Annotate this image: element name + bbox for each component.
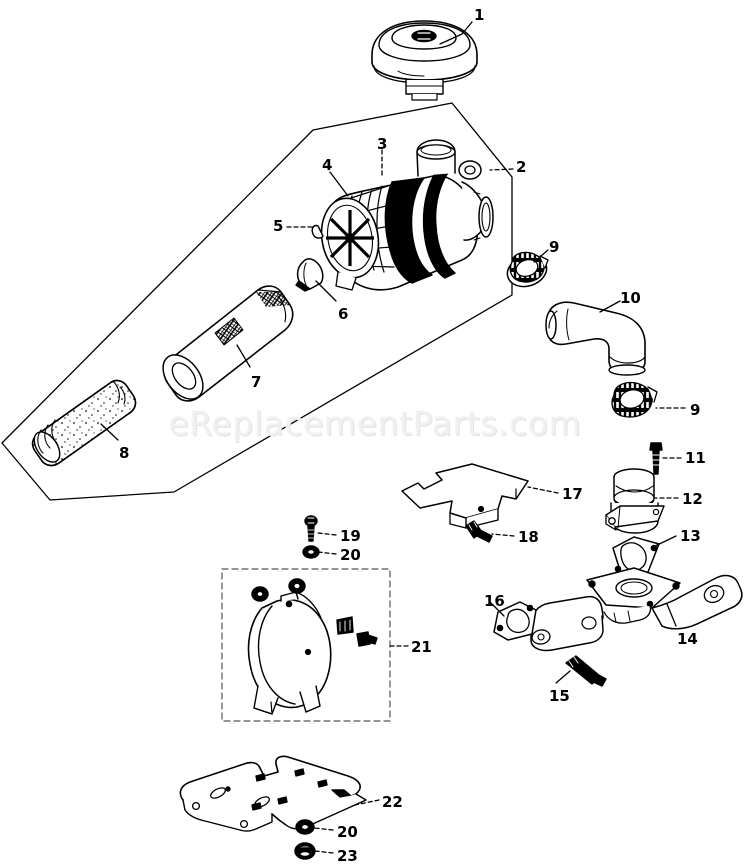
intake-manifold (530, 567, 743, 652)
callout-5: 5 (273, 217, 284, 235)
air-cleaner-group-outline (1, 102, 513, 501)
callout-23: 23 (337, 847, 358, 865)
callout-9: 9 (549, 238, 560, 256)
lock-nut-bottom (295, 819, 315, 835)
callout-19: 19 (340, 527, 361, 545)
air-cleaner-housing (311, 139, 494, 291)
callout-3: 3 (377, 135, 388, 153)
callout-22: 22 (382, 793, 403, 811)
lock-nut-upper (302, 545, 320, 559)
mounting-screw (304, 515, 318, 542)
callout-6: 6 (338, 305, 349, 323)
callout-7: 7 (251, 373, 262, 391)
hose-clamp-upper (506, 251, 549, 288)
callout-14: 14 (677, 630, 698, 648)
outer-air-filter-element (162, 285, 294, 402)
callout-8: 8 (119, 444, 130, 462)
hose-clamp-lower (611, 381, 658, 418)
callout-18: 18 (518, 528, 539, 546)
support-bracket (401, 463, 529, 529)
callout-11: 11 (685, 449, 706, 467)
callout-17: 17 (562, 485, 583, 503)
callout-9b: 9 (690, 401, 701, 419)
dust-ejector-valve (295, 258, 324, 292)
callout-21: 21 (411, 638, 432, 656)
inner-air-filter-element (31, 379, 137, 467)
manifold-stud-bolt (565, 653, 607, 687)
callout-1: 1 (474, 6, 485, 24)
bracket-screw (465, 520, 493, 543)
callout-20b: 20 (337, 823, 358, 841)
callout-2: 2 (516, 158, 527, 176)
engine-base-plate (179, 755, 367, 832)
air-cleaner-cover-knob (371, 20, 478, 101)
flange-nut (294, 842, 316, 860)
air-cleaner-bracket (247, 578, 378, 715)
callout-16: 16 (484, 592, 505, 610)
callout-4: 4 (322, 156, 333, 174)
callout-20: 20 (340, 546, 361, 564)
callout-13: 13 (680, 527, 701, 545)
callout-10: 10 (620, 289, 641, 307)
air-intake-hose (545, 301, 646, 376)
hex-flange-bolt (649, 442, 663, 475)
bracket-kit-dashed-box (221, 568, 391, 722)
throttle-body (605, 468, 665, 534)
callout-15: 15 (549, 687, 570, 705)
leader-lines (100, 21, 686, 854)
manifold-gasket (493, 601, 537, 641)
callout-12: 12 (682, 490, 703, 508)
